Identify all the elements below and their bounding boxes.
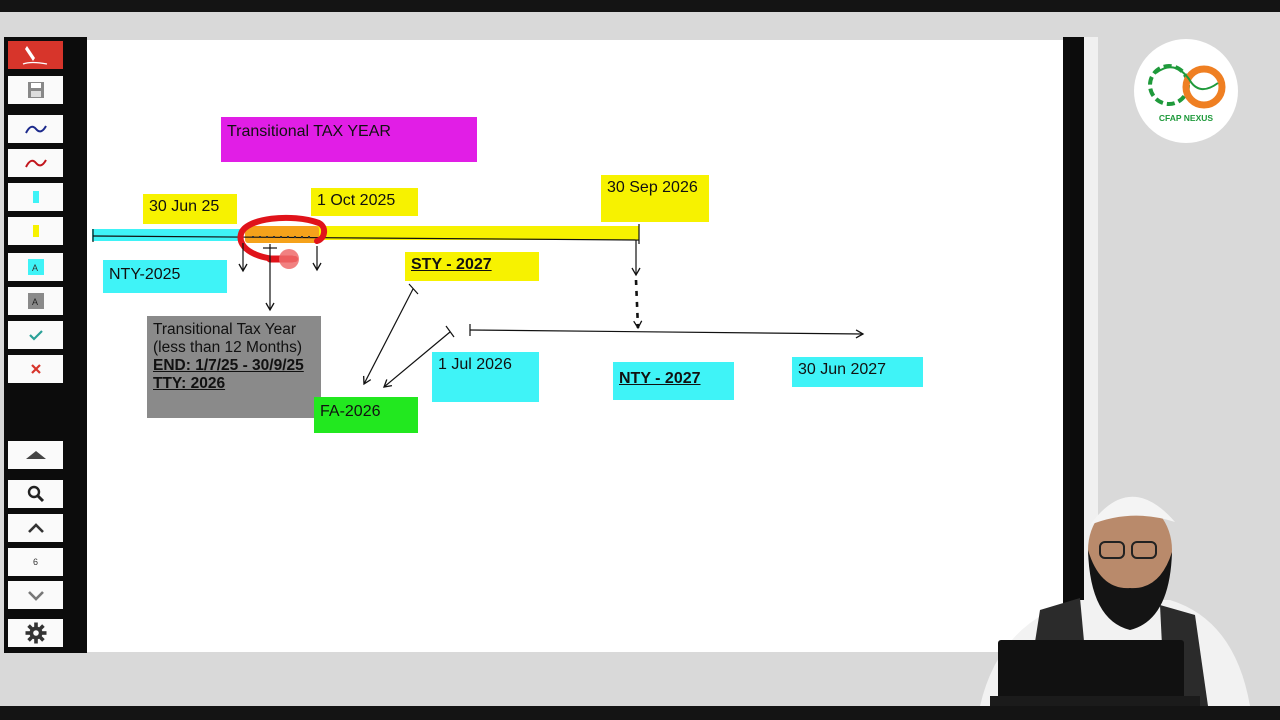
note-line-4: TTY: 2026	[153, 375, 226, 392]
cfap-nexus-logo: CFAP NEXUS	[1134, 39, 1238, 143]
cyan-text-button[interactable]: A	[8, 253, 63, 281]
note-line-1: Transitional Tax Year	[153, 321, 297, 338]
save-icon	[27, 82, 44, 98]
note-line-2: (less than 12 Months)	[153, 339, 303, 356]
nty-2027-label: NTY - 2027	[613, 362, 734, 400]
right-edge	[1084, 37, 1098, 653]
page-number-field[interactable]: 6	[8, 548, 63, 576]
sty-2027-bar	[317, 226, 639, 240]
up-arrow-icon	[25, 451, 46, 459]
settings-button[interactable]	[8, 619, 63, 647]
date-1-oct-2025: 1 Oct 2025	[311, 188, 418, 216]
zoom-button[interactable]	[8, 480, 63, 508]
presenter-figure	[980, 496, 1250, 706]
annotation-toolbar: A A 6	[4, 37, 87, 653]
blue-pen-button[interactable]	[8, 115, 63, 143]
gray-text-icon: A	[27, 293, 44, 309]
chevron-down-icon	[27, 591, 44, 601]
right-rail	[1063, 37, 1084, 653]
date-1-jul-2026: 1 Jul 2026	[432, 352, 539, 402]
fa-2026-label: FA-2026	[314, 397, 418, 433]
cyan-text-icon: A	[27, 259, 44, 275]
logo-mark-icon	[1148, 64, 1226, 109]
whiteboard-canvas[interactable]: Transitional TAX YEAR 30 Jun 25 1 Oct 20…	[87, 40, 1063, 652]
top-bar	[0, 0, 1280, 12]
presenter-video	[960, 470, 1260, 706]
date-30-jun-25: 30 Jun 25	[143, 194, 237, 224]
timeline-drawing	[92, 214, 865, 388]
bottom-bar	[0, 706, 1280, 720]
cyan-highlighter-button[interactable]	[8, 183, 63, 211]
nty-2025-label: NTY-2025	[103, 260, 227, 293]
gear-icon	[25, 622, 46, 644]
note-line-3: END: 1/7/25 - 30/9/25	[153, 357, 304, 374]
chevron-up-icon	[27, 523, 44, 533]
red-highlight-loop	[237, 214, 327, 263]
save-button[interactable]	[8, 76, 63, 104]
blue-pen-icon	[24, 125, 47, 134]
nty-2025-bar	[92, 229, 242, 241]
search-icon	[27, 485, 44, 503]
pen-tool-button[interactable]	[8, 41, 63, 69]
yellow-highlighter-button[interactable]	[8, 217, 63, 245]
transitional-tax-year-box: Transitional TAX YEAR	[221, 117, 477, 162]
cyan-highlighter-icon	[32, 191, 39, 203]
cancel-button[interactable]	[8, 355, 63, 383]
logo-text: CFAP NEXUS	[1158, 113, 1214, 123]
previous-page-button[interactable]	[8, 514, 63, 542]
yellow-highlighter-icon	[32, 225, 39, 237]
close-icon	[30, 364, 41, 374]
pointer-dot	[279, 249, 299, 269]
red-pen-button[interactable]	[8, 149, 63, 177]
accept-button[interactable]	[8, 321, 63, 349]
svg-text:A: A	[32, 263, 38, 273]
page-number: 6	[32, 557, 38, 567]
next-page-button[interactable]	[8, 581, 63, 609]
gray-text-button[interactable]: A	[8, 287, 63, 315]
transitional-tax-year-note: Transitional Tax Year (less than 12 Mont…	[147, 316, 321, 418]
check-icon	[28, 330, 43, 341]
date-30-sep-2026: 30 Sep 2026	[601, 175, 709, 222]
red-pen-icon	[24, 159, 47, 168]
date-30-jun-2027: 30 Jun 2027	[792, 357, 923, 387]
scroll-top-button[interactable]	[8, 441, 63, 469]
sty-2027-label: STY - 2027	[405, 252, 539, 281]
pen-icon	[22, 46, 47, 65]
svg-text:A: A	[32, 297, 38, 307]
transitional-segment	[245, 226, 319, 243]
